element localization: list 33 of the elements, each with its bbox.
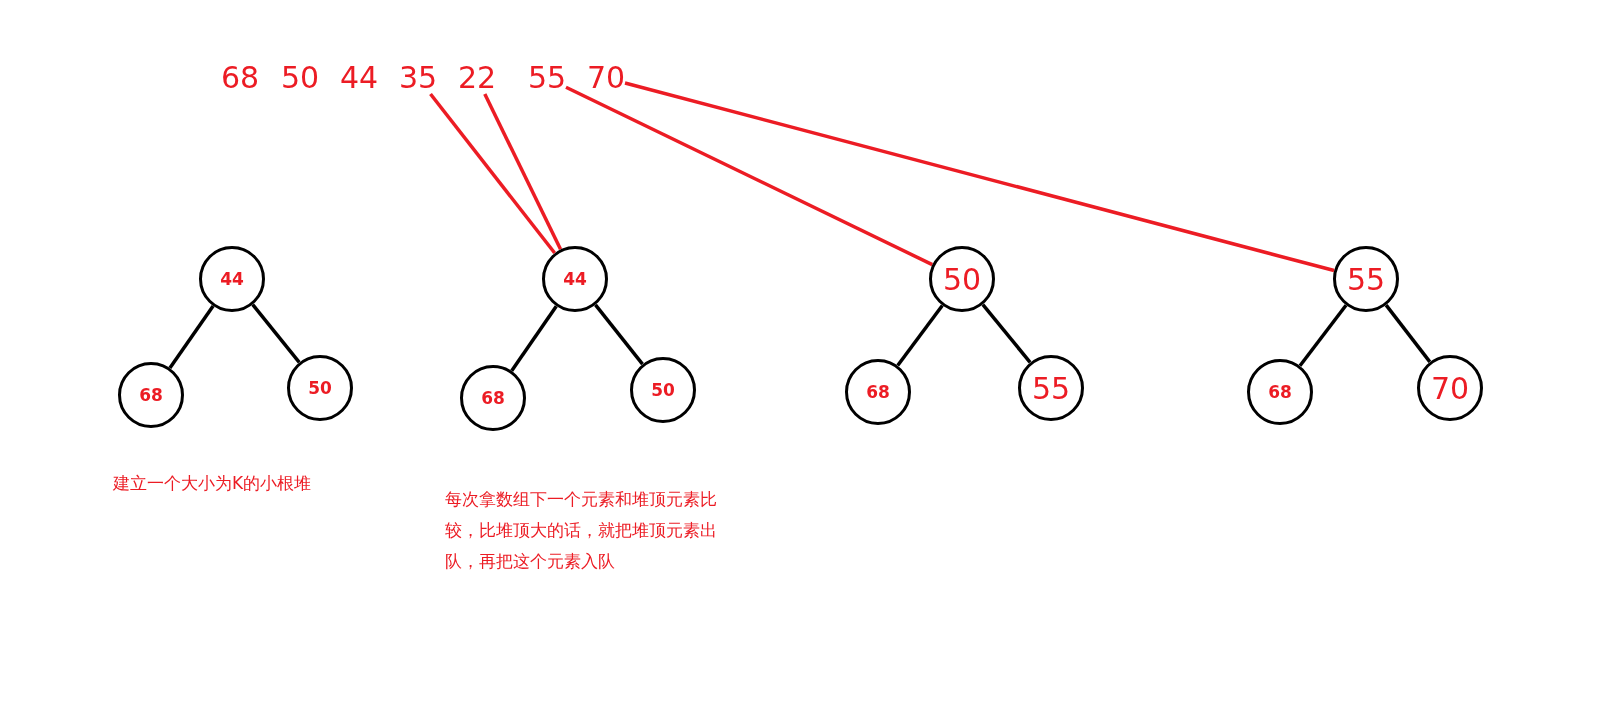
connector-line: [565, 85, 934, 267]
array-number: 50: [281, 62, 320, 94]
heap-node-circle: 50: [630, 357, 696, 423]
note-text: 建立一个大小为K的小根堆: [113, 472, 313, 495]
array-number: 35: [399, 62, 438, 94]
connector-line: [896, 304, 944, 367]
connector-line: [594, 303, 644, 366]
array-number: 22: [458, 62, 497, 94]
heap-node-circle: 55: [1018, 355, 1084, 421]
heap-node-circle: 68: [845, 359, 911, 425]
array-number: 55: [528, 62, 567, 94]
heap-node-circle: 68: [460, 365, 526, 431]
heap-node-circle: 68: [1247, 359, 1313, 425]
heap-node-circle: 70: [1417, 355, 1483, 421]
connector-line: [168, 305, 215, 369]
connector-line: [624, 81, 1335, 273]
array-number: 44: [340, 62, 379, 94]
connector-line: [981, 303, 1032, 364]
heap-node-circle: 44: [199, 246, 265, 312]
heap-node-circle: 50: [929, 246, 995, 312]
connector-line: [429, 92, 557, 255]
heap-node-circle: 55: [1333, 246, 1399, 312]
connector-line: [251, 303, 301, 364]
array-number: 70: [587, 62, 626, 94]
heap-node-circle: 44: [542, 246, 608, 312]
array-number: 68: [221, 62, 260, 94]
connector-line: [1298, 304, 1348, 367]
connector-line: [1384, 304, 1432, 363]
connector-line: [510, 305, 558, 372]
heap-node-circle: 50: [287, 355, 353, 421]
note-text: 每次拿数组下一个元素和堆顶元素比较，比堆顶大的话，就把堆顶元素出队，再把这个元素入队: [445, 488, 718, 573]
connector-line: [483, 93, 563, 251]
heap-node-circle: 68: [118, 362, 184, 428]
